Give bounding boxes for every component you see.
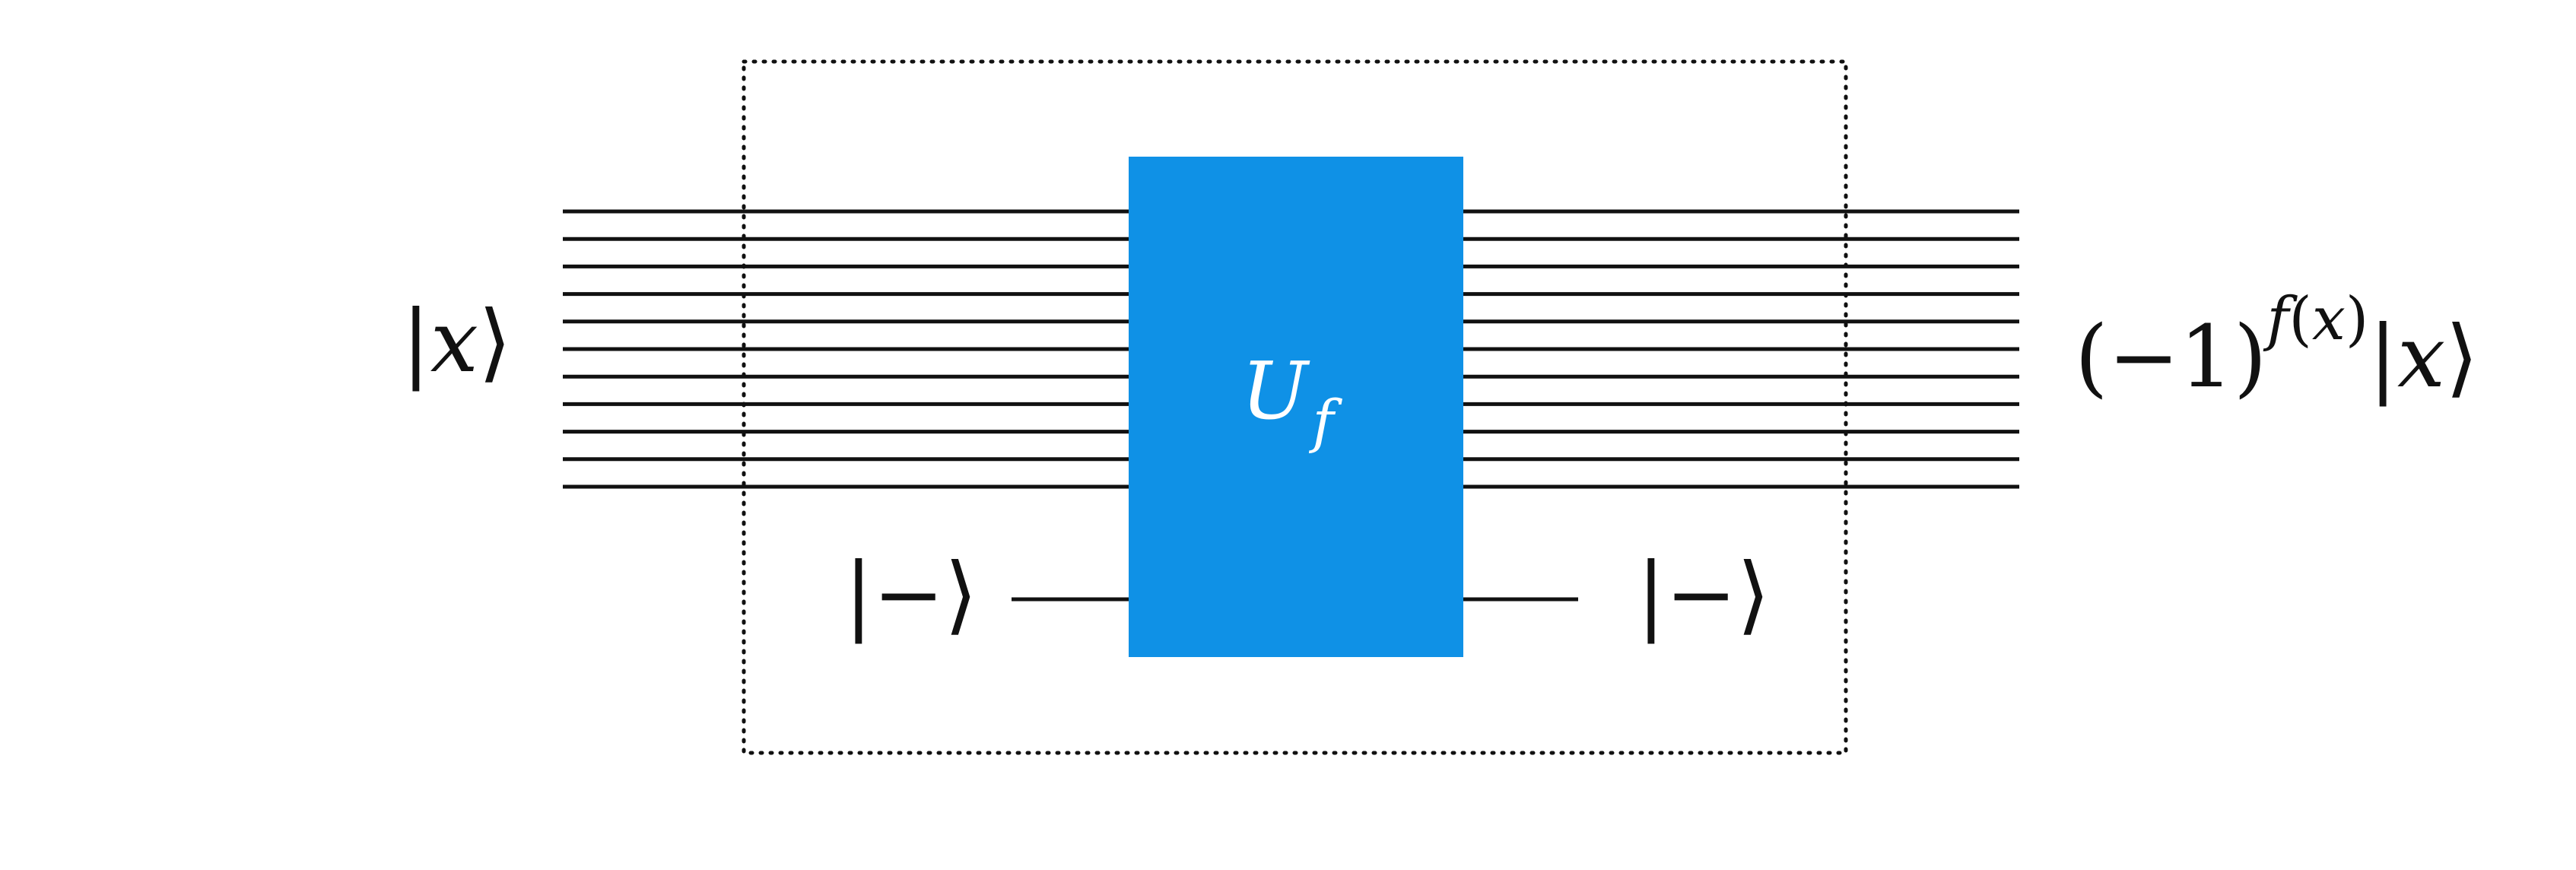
exponent-open: (	[2289, 285, 2311, 354]
left-register-var: x	[430, 293, 478, 392]
ket-var: x	[2397, 308, 2445, 407]
left-ancilla-close: ⟩	[945, 545, 978, 644]
ket-close: ⟩	[2445, 308, 2479, 407]
ket-open: |	[2368, 308, 2397, 407]
right-ancilla-close: ⟩	[1737, 545, 1771, 644]
left-register-close: ⟩	[478, 293, 512, 392]
right-ancilla-open: |	[1637, 545, 1666, 644]
exponent-x: x	[2312, 285, 2346, 354]
left-ancilla-open: |	[844, 545, 873, 644]
right-register-wires	[1460, 209, 2019, 489]
left-ancilla-label: |−⟩	[844, 545, 977, 644]
right-register-label: (−1)f(x)|x⟩	[2075, 285, 2479, 407]
right-ancilla-label: |−⟩	[1637, 545, 1770, 644]
phase-minus: −	[2108, 308, 2180, 407]
left-register-open: |	[402, 293, 430, 392]
left-ancilla-sign: −	[873, 545, 945, 644]
phase-paren-close: )	[2234, 308, 2267, 407]
left-register-wires	[563, 209, 1129, 489]
gate-symbol: U	[1241, 345, 1310, 437]
right-ancilla-sign: −	[1666, 545, 1737, 644]
left-register-label: |x⟩	[402, 293, 512, 392]
unitary-gate-box	[1129, 157, 1463, 657]
oracle-dotted-frame	[742, 59, 1848, 755]
phase-paren-open: (	[2075, 308, 2108, 407]
phase-one: 1	[2180, 308, 2234, 407]
exponent-close: )	[2346, 285, 2368, 354]
